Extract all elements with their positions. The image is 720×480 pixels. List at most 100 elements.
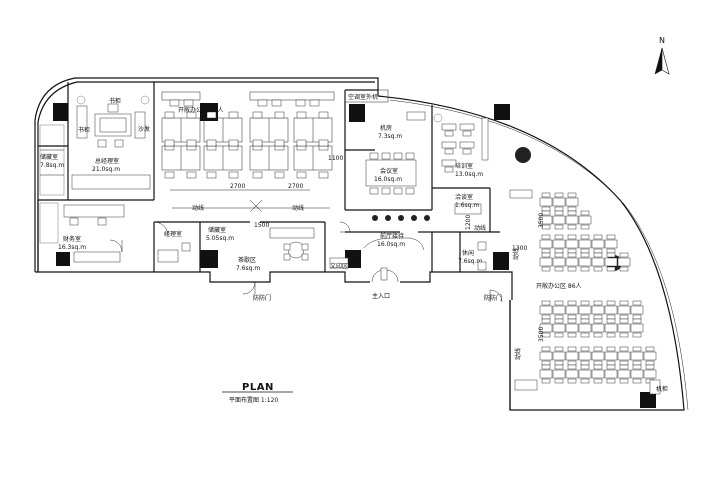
workstation (617, 351, 631, 361)
desk-chair (606, 300, 616, 306)
bookcase-label: 书柜 (109, 97, 121, 105)
workstation (565, 239, 579, 249)
desk-chair (567, 252, 577, 258)
gm-room-name: 总经理室 (95, 157, 119, 165)
desk-chair (541, 332, 551, 338)
storage-mid-name: 储藏室 (208, 226, 226, 234)
desk-chair (606, 252, 616, 258)
desk-chair (580, 248, 590, 254)
desk-chair (619, 266, 629, 272)
workstation (539, 257, 553, 267)
workstation (604, 305, 618, 315)
desk-chair (186, 111, 197, 119)
desk-chair (606, 360, 616, 366)
desk-chair (274, 171, 285, 179)
plan-subtitle: 平面布置图 1:120 (229, 396, 278, 404)
workstation (591, 351, 605, 361)
desk-chair (252, 171, 263, 179)
meeting-chair (393, 152, 403, 160)
desk-chair (567, 318, 577, 324)
meeting-chair (405, 152, 415, 160)
lounge-room-name: 休闲 (462, 249, 474, 257)
workstation (578, 351, 592, 361)
desk-chair (318, 111, 329, 119)
desk-chair (580, 224, 590, 230)
fire-door-left-label: 防防门 (253, 294, 271, 302)
upper-right-rooms: 空调室外机 机房 7.3sq.m 会议室 16.0sq.m 培训室 13.0sq… (344, 89, 489, 221)
machine-label: 机柜 (656, 385, 668, 393)
meeting-room-name: 会议室 (380, 167, 398, 175)
workstation (578, 323, 592, 333)
desk-chair (541, 300, 551, 306)
desk-chair (271, 99, 282, 107)
desk-chair (593, 266, 603, 272)
desk-chair (593, 378, 603, 384)
dim-1100: 1100 (328, 155, 343, 162)
desk-chair (567, 314, 577, 320)
server-room-area: 7.3sq.m (378, 133, 402, 140)
plant (398, 215, 404, 221)
workstation (604, 257, 618, 267)
interview-room-area: 1.6sq.m (455, 202, 479, 209)
workstation (565, 351, 579, 361)
workstation (514, 379, 538, 391)
desk-chair (632, 300, 642, 306)
desk-chair (541, 318, 551, 324)
desk-chair (541, 314, 551, 320)
desk-chair (541, 360, 551, 366)
workstation (630, 351, 644, 361)
desk-chair (619, 318, 629, 324)
meeting-chair (393, 187, 403, 195)
desk-chair (228, 171, 239, 179)
workstation (630, 369, 644, 379)
workstation (591, 323, 605, 333)
title-block: PLAN 平面布置图 1:120 (222, 382, 293, 404)
desk-chair (619, 346, 629, 352)
desk-chair (632, 360, 642, 366)
desk-chair (186, 171, 197, 179)
workstation (617, 369, 631, 379)
open-office-86-labels: 开敞办公区 86人 动线 动线 1300 3500 3500 机柜 (512, 213, 668, 395)
dim-3500-b: 3500 (538, 327, 545, 342)
reception-room-name: 前厅接待 (380, 232, 404, 240)
dim-3500-a: 3500 (538, 213, 545, 228)
fire-door-right-label: 防防门 (484, 294, 502, 302)
reception-room-area: 16.0sq.m (377, 241, 405, 248)
desk-chair (257, 99, 268, 107)
desk-chair (252, 111, 263, 119)
workstation (539, 351, 553, 361)
aircon-label: 空调室外机 (348, 93, 378, 101)
workstation (630, 305, 644, 315)
workstation (578, 257, 592, 267)
workstation (643, 351, 657, 361)
desk-chair (580, 332, 590, 338)
workstation (539, 369, 553, 379)
training-desk (459, 141, 475, 149)
desk-chair (164, 111, 175, 119)
desk-chair (554, 206, 564, 212)
workstation (552, 257, 566, 267)
desk-chair (606, 248, 616, 254)
desk-chair (318, 171, 329, 179)
training-chair (444, 130, 454, 137)
workstation (591, 239, 605, 249)
desk-chair (541, 252, 551, 258)
training-desk (441, 123, 457, 131)
desk-chair (541, 192, 551, 198)
workstation (565, 369, 579, 379)
desk-chair (606, 318, 616, 324)
desk-chair (554, 364, 564, 370)
north-label: N (659, 36, 665, 45)
desk-chair (606, 314, 616, 320)
desk-chair (632, 346, 642, 352)
plant (385, 215, 391, 221)
meeting-chair (381, 152, 391, 160)
dim-2700-b: 2700 (288, 183, 303, 190)
finance-furniture: 财务室 16.3sq.m (39, 202, 125, 263)
desk-chair (580, 266, 590, 272)
desk-chair (645, 360, 655, 366)
sofa-label: 沙发 (138, 125, 150, 133)
workstation (578, 215, 592, 225)
desk-chair (554, 300, 564, 306)
